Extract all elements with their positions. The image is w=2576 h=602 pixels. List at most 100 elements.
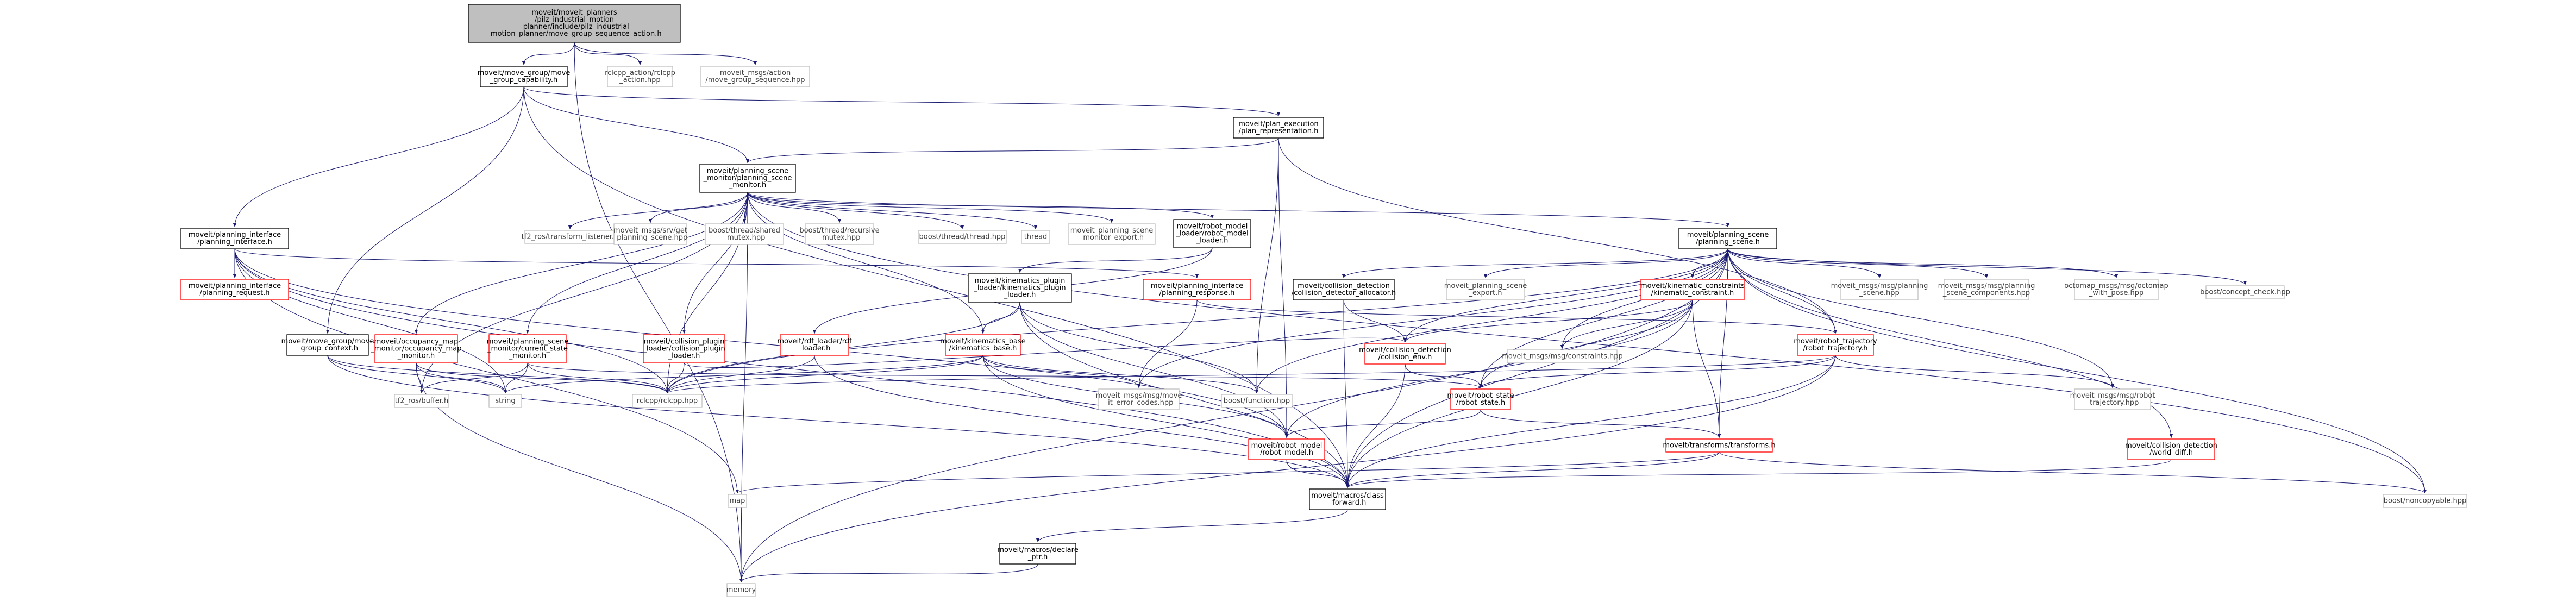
edge-ps-to-transforms	[1717, 248, 1728, 438]
node-occmon[interactable]: moveit/occupancy_map_monitor/occupancy_m…	[371, 334, 462, 363]
edge-csmon-to-tf2buffer	[419, 362, 528, 394]
node-planif-label: moveit/planning_interface/planning_inter…	[189, 231, 281, 246]
node-csmon[interactable]: moveit/planning_scene_monitor/current_st…	[487, 334, 568, 363]
edge-kincon-to-transforms	[1692, 299, 1721, 438]
node-transforms[interactable]: moveit/transforms/transforms.h	[1663, 438, 1776, 453]
node-kinbase[interactable]: moveit/kinematics_base/kinematics_base.h	[940, 334, 1026, 356]
node-robottraj[interactable]: moveit/robot_trajectory/robot_trajectory…	[1794, 334, 1877, 356]
node-planreq[interactable]: moveit/planning_interface/planning_reque…	[180, 279, 289, 300]
node-mgseqhpp-box	[700, 66, 810, 87]
edge-ps-to-msgrobottraj	[1727, 248, 2115, 388]
node-cdalloc[interactable]: moveit/collision_detection/collision_det…	[1292, 279, 1396, 300]
node-sharedmutex[interactable]: boost/thread/shared_mutex.hpp	[705, 223, 784, 245]
edge-ps-to-robottraj	[1727, 248, 1838, 334]
node-mgcap[interactable]: moveit/move_group/move_group_capability.…	[478, 66, 571, 87]
node-map-box	[728, 494, 747, 508]
edge-ps-to-memory	[739, 248, 1728, 583]
node-cdenv[interactable]: moveit/collision_detection/collision_env…	[1359, 343, 1451, 365]
node-planif[interactable]: moveit/planning_interface/planning_inter…	[180, 228, 289, 249]
node-map[interactable]: map	[728, 494, 747, 508]
edge-planresp-to-robottraj	[1196, 299, 1837, 334]
node-robotmodel[interactable]: moveit/robot_model/robot_model.h	[1248, 438, 1325, 460]
node-memory[interactable]: memory	[726, 583, 756, 597]
node-mgcontext[interactable]: moveit/move_group/move_group_context.h	[281, 334, 374, 356]
node-rclaction[interactable]: rclcpp_action/rclcpp_action.hpp	[605, 66, 675, 87]
edge-csmon-to-rclcpp	[527, 362, 669, 394]
node-psexport[interactable]: moveit_planning_scene_export.h	[1444, 279, 1527, 300]
nodes-layer: moveit/moveit_planners/pilz_industrial_m…	[180, 4, 2467, 597]
node-msgps[interactable]: moveit_msgs/msg/planning_scene.hpp	[1831, 279, 1928, 300]
node-tf2listener[interactable]: tf2_ros/transform_listener.h	[522, 230, 619, 244]
node-msgpsc[interactable]: moveit_msgs/msg/planning_scene_component…	[1938, 279, 2035, 300]
node-msgconstraints[interactable]: moveit_msgs/msg/constraints.hpp	[1501, 349, 1623, 363]
node-rdfloader[interactable]: moveit/rdf_loader/rdf_loader.h	[777, 334, 852, 356]
node-msgrobottraj[interactable]: moveit_msgs/msg/robot_trajectory.hpp	[2070, 388, 2155, 410]
node-ps-box	[1678, 228, 1777, 249]
node-cdalloc-box	[1293, 279, 1395, 300]
edge-kincon-to-cdenv	[1403, 299, 1693, 343]
node-psexport-box	[1446, 279, 1525, 300]
edge-cdenv-to-classfwd	[1345, 363, 1406, 488]
node-kinloader[interactable]: moveit/kinematics_plugin_loader/kinemati…	[968, 273, 1072, 303]
node-ps[interactable]: moveit/planning_scene/planning_scene.h	[1678, 228, 1777, 249]
node-cploader[interactable]: moveit/collision_plugin_loader/collision…	[642, 334, 725, 363]
edge-psm-to-occmon	[414, 192, 748, 334]
edge-mgcap-to-planif	[233, 86, 524, 228]
node-psm-label: moveit/planning_scene_monitor/planning_s…	[703, 167, 792, 190]
edge-mgcontext-to-rclcpp	[327, 355, 669, 394]
edge-occmon-to-rclcpp	[416, 362, 669, 394]
edge-planif-to-string	[234, 248, 507, 394]
node-boostthread[interactable]: boost/thread/thread.hpp	[918, 230, 1007, 244]
node-errcodes-label: moveit_msgs/msg/move_it_error_codes.hpp	[1096, 392, 1182, 407]
edge-declareptr-to-memory	[739, 563, 1038, 583]
edge-mgcap-to-psm	[523, 86, 750, 164]
node-noncopyable-box	[2383, 494, 2467, 508]
node-mgcap-label: moveit/move_group/move_group_capability.…	[478, 69, 571, 84]
node-memory-box	[726, 583, 756, 597]
node-root-box	[468, 4, 681, 43]
node-boostfunc[interactable]: boost/function.hpp	[1221, 394, 1293, 408]
node-robotstate-box	[1450, 388, 1511, 410]
node-conceptcheck[interactable]: boost/concept_check.hpp	[2200, 285, 2290, 299]
edge-kinloader-to-robotmodel	[1019, 302, 1289, 438]
node-worlddiff-box	[2127, 438, 2215, 460]
node-classfwd[interactable]: moveit/macros/class_forward.h	[1309, 488, 1386, 510]
node-string[interactable]: string	[488, 394, 522, 408]
node-getps[interactable]: moveit_msgs/srv/get_planning_scene.hpp	[613, 223, 687, 245]
edge-ps-to-octomap	[1727, 248, 2119, 279]
node-thread[interactable]: thread	[1021, 230, 1050, 244]
node-psmexport[interactable]: moveit_planning_scene_monitor_export.h	[1068, 223, 1156, 245]
node-worlddiff[interactable]: moveit/collision_detection/world_diff.h	[2125, 438, 2217, 460]
node-tf2buffer[interactable]: tf2_ros/buffer.h	[394, 394, 449, 408]
node-kincon[interactable]: moveit/kinematic_constraints/kinematic_c…	[1640, 279, 1745, 300]
node-psm[interactable]: moveit/planning_scene_monitor/planning_s…	[699, 164, 796, 193]
edge-robottraj-to-rclcpp	[666, 355, 1836, 394]
edge-cdalloc-to-cdenv	[1343, 299, 1407, 343]
node-octomap[interactable]: octomap_msgs/msg/octomap_with_pose.hpp	[2064, 279, 2168, 300]
edge-cdenv-to-robotstate	[1405, 363, 1483, 388]
node-csmon-label: moveit/planning_scene_monitor/current_st…	[487, 338, 568, 360]
edge-csmon-to-string	[503, 362, 528, 394]
edge-psm-to-cploader	[682, 192, 748, 334]
node-rmloader[interactable]: moveit/robot_model_loader/robot_model_lo…	[1173, 219, 1251, 248]
edge-psm-to-memory	[739, 192, 748, 583]
edge-planif-to-planresp	[234, 248, 1199, 279]
edge-psm-to-recmutex	[747, 192, 842, 223]
edge-psm-to-thread	[747, 192, 1038, 230]
edge-ps-to-robotstate	[1478, 248, 1728, 388]
edge-kinloader-to-kinbase	[981, 302, 1020, 334]
node-rclaction-box	[607, 66, 673, 87]
node-planexec[interactable]: moveit/plan_execution/plan_representatio…	[1233, 117, 1324, 139]
node-recmutex[interactable]: boost/thread/recursive_mutex.hpp	[799, 223, 880, 245]
edge-ps-to-boostfunc	[1255, 248, 1728, 394]
node-declareptr[interactable]: moveit/macros/declare_ptr.h	[997, 543, 1079, 565]
edge-mgcap-to-mgcontext	[325, 86, 524, 334]
node-robotstate[interactable]: moveit/robot_state/robot_state.h	[1447, 388, 1514, 410]
node-mgseqhpp[interactable]: moveit_msgs/action/move_group_sequence.h…	[700, 66, 810, 87]
node-errcodes[interactable]: moveit_msgs/msg/move_it_error_codes.hpp	[1096, 388, 1182, 410]
node-noncopyable[interactable]: boost/noncopyable.hpp	[2383, 494, 2467, 508]
node-rclcpp[interactable]: rclcpp/rclcpp.hpp	[632, 394, 703, 408]
edge-ps-to-msgpsc	[1727, 248, 1989, 279]
node-planresp[interactable]: moveit/planning_interface/planning_respo…	[1143, 279, 1251, 300]
